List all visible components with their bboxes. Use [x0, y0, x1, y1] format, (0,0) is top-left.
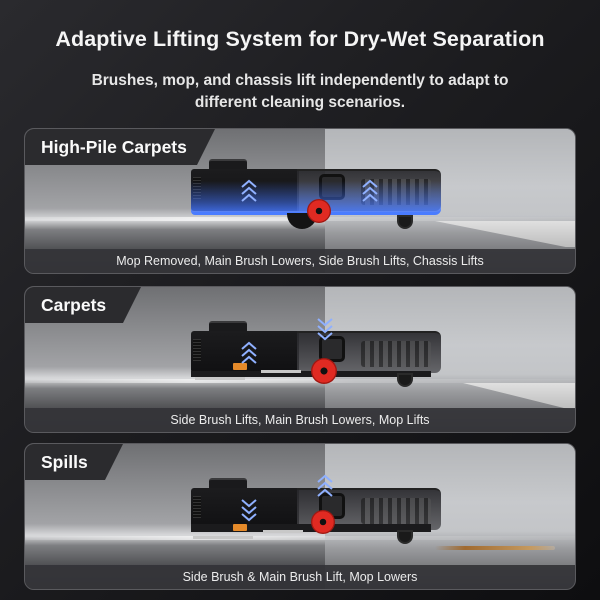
chevron-up-triple-icon [361, 179, 379, 203]
main-brush-red [307, 199, 331, 223]
mop-strip [263, 530, 303, 533]
lidar-turret [209, 159, 247, 169]
floor-reflection [25, 536, 575, 540]
mop-strip [261, 370, 301, 373]
robot-internals [361, 341, 431, 367]
chevron-up-triple-icon [240, 179, 258, 203]
mop-pad [193, 536, 253, 539]
robot-internals [361, 498, 431, 524]
lidar-turret [209, 478, 247, 488]
scenario-caption: Side Brush & Main Brush Lift, Mop Lowers [25, 565, 575, 589]
scenario-caption: Mop Removed, Main Brush Lowers, Side Bru… [25, 249, 575, 273]
mop-plate [191, 524, 431, 532]
caster-wheel [397, 373, 413, 387]
chevron-up-triple-icon [316, 474, 334, 498]
caster-wheel [397, 215, 413, 229]
chevron-down-triple-icon [240, 498, 258, 522]
caster-wheel [397, 530, 413, 544]
robot-vacuum-image [191, 474, 441, 558]
main-brush-red [311, 510, 335, 534]
vents [193, 496, 201, 518]
page-title: Adaptive Lifting System for Dry-Wet Sepa… [55, 27, 545, 51]
lidar-turret [209, 321, 247, 331]
chevron-up-triple-icon [240, 341, 258, 365]
liquid-spill-image [435, 546, 555, 550]
orange-indicator [233, 363, 247, 370]
scenario-card-high-pile-carpets: High-Pile Carpets Mop Removed, Main Brus… [24, 128, 576, 274]
floor-reflection [25, 379, 575, 383]
page-subtitle: Brushes, mop, and chassis lift independe… [91, 72, 509, 111]
mop-strip [195, 377, 245, 380]
scenario-label: Spills [25, 444, 123, 480]
scenario-label: Carpets [25, 287, 141, 323]
scenario-label: High-Pile Carpets [25, 129, 215, 165]
chevron-down-triple-icon [316, 317, 334, 341]
scenario-card-spills: Spills Side Brush & Main Brush Lift, Mop… [24, 443, 576, 590]
main-brush-red [311, 358, 337, 384]
vents [193, 339, 201, 361]
scenario-card-carpets: Carpets Side Brush Lifts, Main Brush Low… [24, 286, 576, 433]
orange-indicator [233, 524, 247, 531]
scenario-caption: Side Brush Lifts, Main Brush Lowers, Mop… [25, 408, 575, 432]
robot-vacuum-image [191, 159, 441, 239]
robot-vacuum-image [191, 318, 441, 401]
